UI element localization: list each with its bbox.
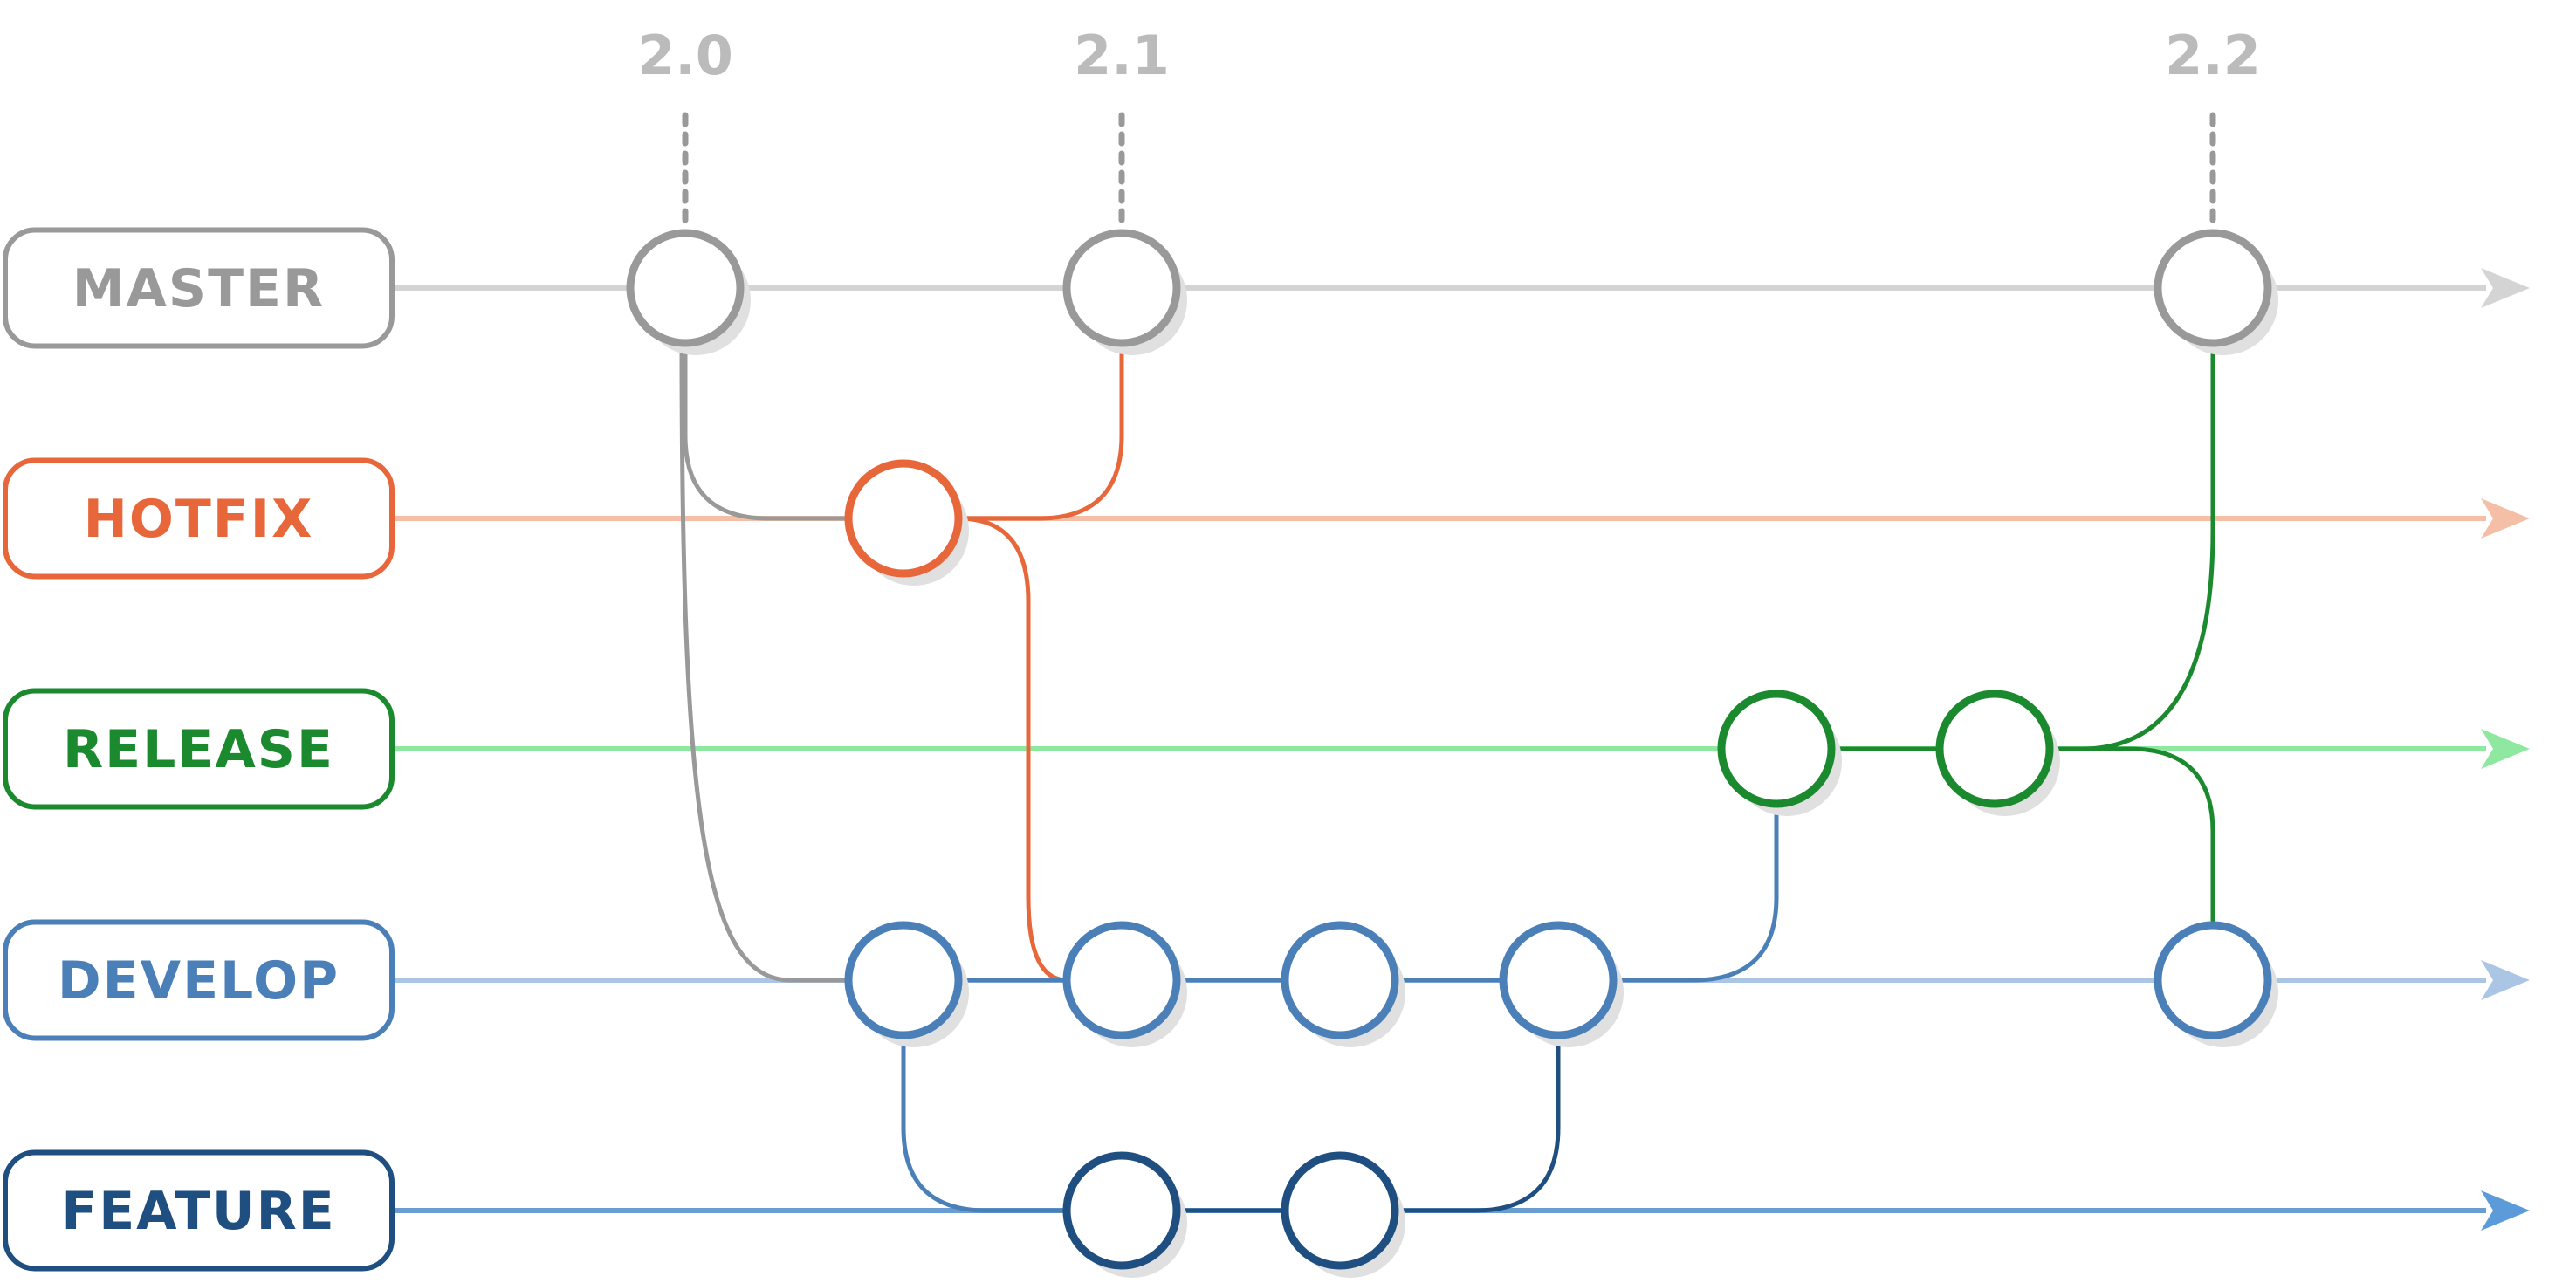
commit-m1[interactable] (626, 229, 751, 355)
branch-label-text: FEATURE (61, 1181, 336, 1242)
merge-links (679, 340, 2215, 1213)
version-tags: 2.0 2.1 2.2 (637, 24, 2261, 233)
branch-label-text: HOTFIX (84, 489, 314, 550)
branch-label-box (3, 688, 395, 810)
commit-d4[interactable] (1499, 921, 1624, 1047)
commit-circle (844, 459, 963, 578)
branch-arrow-hotfix (2481, 498, 2530, 539)
commits (626, 229, 2278, 1278)
commit-m3[interactable] (2154, 229, 2278, 355)
commit-r2[interactable] (1935, 690, 2060, 816)
branch-label-develop: DEVELOP (3, 919, 395, 1041)
branch-label-text: DEVELOP (58, 950, 340, 1012)
commit-d2[interactable] (1062, 921, 1187, 1047)
commit-m2[interactable] (1062, 229, 1187, 355)
commit-f2[interactable] (1281, 1151, 1405, 1278)
commit-circle (1281, 1151, 1399, 1270)
commit-circle (1717, 690, 1836, 808)
branch-lines (392, 268, 2530, 1231)
link-feature-to-develop (1392, 1033, 1561, 1213)
branch-arrow-release (2481, 729, 2530, 769)
version-tag-label: 2.1 (1074, 24, 1170, 87)
commit-circle (844, 921, 963, 1039)
branch-label-box (3, 919, 395, 1041)
branch-label-hotfix: HOTFIX (3, 457, 395, 580)
commit-r1[interactable] (1717, 690, 1842, 816)
link-master-to-hotfix (683, 340, 851, 521)
branch-label-release: RELEASE (3, 688, 395, 810)
commit-f1[interactable] (1062, 1151, 1187, 1278)
commit-d1[interactable] (844, 921, 969, 1047)
commit-circle (1499, 921, 1618, 1039)
link-hotfix-to-master (956, 340, 1124, 521)
commit-circle (626, 229, 745, 347)
commit-d5[interactable] (2154, 921, 2278, 1047)
commit-circle (1062, 229, 1181, 347)
link-develop-to-feature (901, 1033, 1069, 1213)
link-hotfix-to-develop (956, 516, 1069, 983)
commit-circle (1062, 921, 1181, 1039)
link-release-to-develop (2047, 746, 2215, 928)
commit-circle (1935, 690, 2054, 808)
branch-label-master: MASTER (3, 227, 395, 349)
commit-h1[interactable] (844, 459, 969, 586)
commit-d3[interactable] (1281, 921, 1405, 1047)
version-tag-label: 2.2 (2165, 24, 2261, 87)
commit-circle (1062, 1151, 1181, 1270)
link-master-to-develop (679, 340, 851, 983)
branch-arrow-feature (2481, 1190, 2530, 1231)
commit-circle (1281, 921, 1399, 1039)
branch-label-text: MASTER (72, 258, 325, 319)
commit-circle (2154, 229, 2272, 347)
branch-labels: MASTER HOTFIX RELEASE DEVELOP FEATURE (3, 227, 395, 1272)
link-develop-to-release (1611, 801, 1779, 983)
branch-label-box (3, 457, 395, 580)
branch-label-text: RELEASE (63, 719, 334, 780)
branch-label-feature: FEATURE (3, 1149, 395, 1272)
link-release-to-master (2047, 340, 2215, 751)
branch-label-box (3, 227, 395, 349)
branch-label-box (3, 1149, 395, 1272)
branch-arrow-master (2481, 268, 2530, 308)
commit-circle (2154, 921, 2272, 1039)
branch-arrow-develop (2481, 960, 2530, 1000)
version-tag-label: 2.0 (637, 24, 733, 87)
